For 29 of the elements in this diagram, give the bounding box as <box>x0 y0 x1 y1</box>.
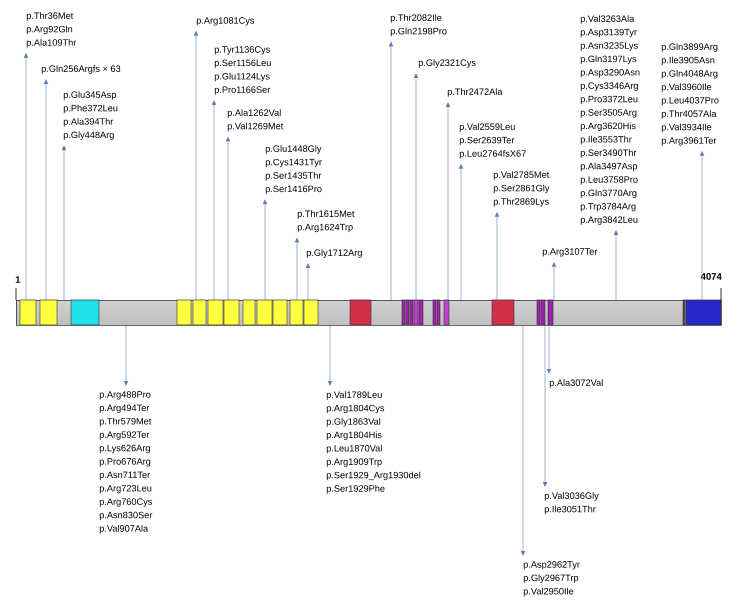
mutation-label: p.Glu1448Gly p.Cys1431Tyr p.Ser1435Thr p.Ser1416Pro <box>266 145 322 194</box>
mutation-label: p.Ala3072Val <box>550 379 603 388</box>
mutation-label: p.Thr2082Ile p.Gln2198Pro <box>390 14 447 36</box>
arrow <box>124 325 128 386</box>
position-number: 1 <box>16 276 20 283</box>
mutation-label: p.Thr36Met p.Arg92Gln p.Ala109Thr <box>26 12 76 48</box>
mutation-label: p.Val3263Ala p.Asp3139Tyr p.Asn3235Lys p.Gln3197Lys p.Asp3290Asn p.Cys3346Arg p.Pro3372Leu p.Ser3505Arg p.Arg3620His p.Ile3553Thr p.Ser3490Thr p.Ala3497Asp p.Leu3758Pro p.Gln3770Arg p.Trp3784Arg p.Arg3842Leu <box>580 15 640 225</box>
mutation-label: p.Val1789Leu p.Arg1804Cys p.Gly1863Val p.Arg1804His p.Leu1870Val p.Arg1909Trp p.Ser1929_Arg1930del p.Ser1929Phe <box>326 391 420 494</box>
mutation-label: p.Arg488Pro p.Arg494Ter p.Thr579Met p.Arg592Ter p.Lys626Arg p.Pro676Arg p.Asn711Ter p.Arg723Leu p.Arg760Cys p.Asn830Ser p.Val907Ala <box>100 391 152 534</box>
arrow <box>542 325 548 487</box>
mutation-label: p.Thr1615Met p.Arg1624Trp <box>298 210 354 232</box>
mutation-label: p.Thr2472Ala <box>448 88 502 97</box>
mutation-label: p.Gly1712Arg <box>306 249 362 258</box>
mutation-label: p.Ala1262Val p.Val1269Met <box>228 109 284 132</box>
mutation-label: p.Val3036Gly p.Ile3051Thr <box>544 492 599 514</box>
mutation-label: p.Arg1081Cys <box>196 17 254 26</box>
mutation-label: p.Val2559Leu p.Ser2639Ter p.Leu2764fsX67 <box>460 123 526 159</box>
mutation-label: p.Asp2962Tyr p.Gly2967Trp p.Val2950Ile <box>524 561 580 596</box>
mutation-label: p.Gly2321Cys <box>418 59 476 68</box>
mutation-label: p.Val2785Met p.Ser2861Gly p.Thr2869Lys <box>494 171 550 207</box>
mutation-label: p.Gln3899Arg p.Ile3905Asn p.Gln4048Arg p.Val3960Ile p.Leu4037Pro p.Thr4057Ala p.Val3934Ile p.Arg3961Ter <box>662 43 719 146</box>
mutation-label: p.Tyr1136Cys p.Ser1156Leu p.Glu1124Lys p.Pro1166Ser <box>214 46 271 95</box>
arrow <box>328 325 332 386</box>
arrow <box>520 325 526 556</box>
mutation-label: p.Arg3107Ter <box>542 248 598 257</box>
mutation-label: p.Gln256Argfs × 63 <box>42 65 120 74</box>
arrow <box>546 325 552 374</box>
position-number: 4074 <box>700 273 722 280</box>
mutation-label: p.Glu345Asp p.Phe372Leu p.Ala394Thr p.Gly448Arg <box>64 91 118 140</box>
